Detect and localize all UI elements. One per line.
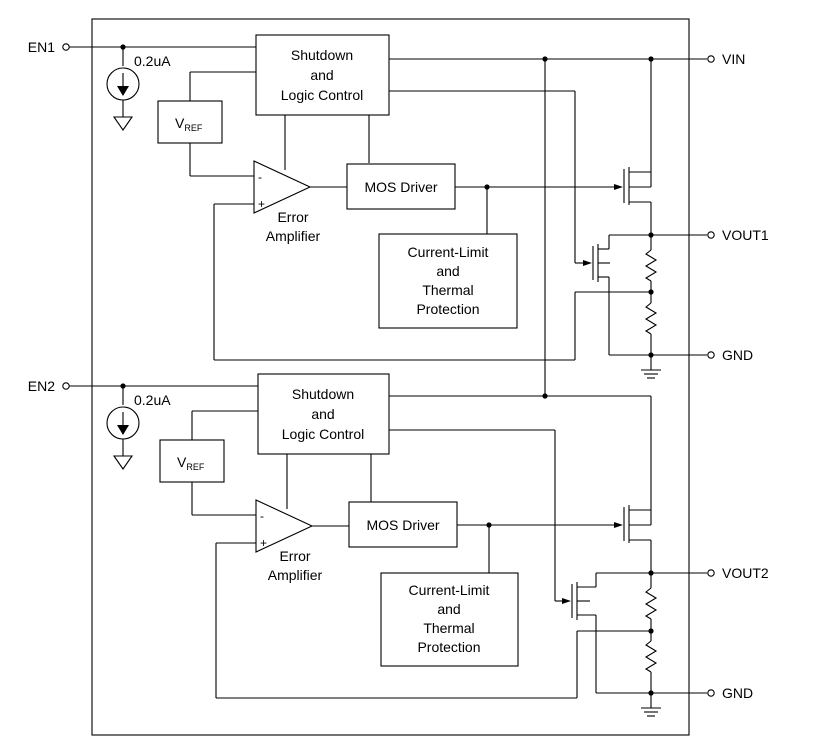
en1-pin — [62, 43, 70, 51]
mos-driver-1-label: MOS Driver — [364, 179, 437, 195]
mos-driver-1 — [346, 163, 456, 210]
current-limit-block-1 — [378, 233, 518, 329]
amp-2-line1: Error — [279, 548, 310, 564]
current-source-2-label: 0.2uA — [134, 392, 171, 408]
sense-transistor-2 — [562, 572, 651, 693]
shutdown-2-line3: Logic Control — [282, 426, 365, 442]
en1-label: EN1 — [28, 39, 55, 55]
ground-icon — [641, 707, 661, 717]
current-source-1 — [106, 47, 140, 131]
current-limit-block-2 — [380, 572, 519, 667]
shutdown-logic-block-2 — [257, 373, 390, 455]
feedback-divider-1 — [644, 235, 658, 370]
amp-2-line2: Amplifier — [268, 567, 323, 583]
gnd1-label: GND — [722, 347, 753, 363]
cl-2-line3: Thermal — [423, 620, 474, 636]
vref-1-main: VREF — [175, 115, 203, 133]
cl-2-line1: Current-Limit — [409, 582, 490, 598]
cl-1-line4: Protection — [416, 301, 479, 317]
vin-label: VIN — [722, 51, 745, 67]
en2-label: EN2 — [28, 378, 55, 394]
error-amplifier-1 — [253, 160, 312, 214]
pass-transistor-1 — [614, 59, 652, 235]
vref-block-2 — [159, 439, 225, 483]
pass-transistor-2 — [614, 396, 652, 573]
gnd1-pin — [707, 351, 715, 359]
cl-1-line3: Thermal — [422, 282, 473, 298]
vref-2-sub: REF — [186, 462, 205, 472]
shutdown-2-line2: and — [311, 406, 334, 422]
cl-2-line4: Protection — [417, 639, 480, 655]
amp-1-minus: - — [258, 170, 262, 184]
gnd2-pin — [707, 689, 715, 697]
vout2-pin — [707, 569, 715, 577]
en2-input — [62, 382, 258, 390]
current-source-1-label: 0.2uA — [134, 53, 171, 69]
vout1-label: VOUT1 — [722, 227, 769, 243]
shutdown-1-line2: and — [310, 67, 333, 83]
amp-1-line1: Error — [277, 209, 308, 225]
ground-arrow-icon — [112, 116, 134, 131]
shutdown-1-line3: Logic Control — [281, 87, 364, 103]
amp-2-minus: - — [260, 509, 264, 523]
vin-rail — [389, 56, 707, 399]
en2-pin — [62, 382, 70, 390]
shutdown-1-line1: Shutdown — [291, 47, 353, 63]
channel-2 — [62, 373, 715, 717]
error-amplifier-2 — [255, 499, 314, 553]
vref-2-main: VREF — [177, 454, 205, 472]
amp-2-plus: + — [260, 536, 267, 550]
ground-icon — [641, 369, 661, 379]
vout2-label: VOUT2 — [722, 565, 769, 581]
en1-input — [62, 43, 256, 51]
amp-1-plus: + — [258, 197, 265, 211]
chip-outline — [91, 18, 690, 736]
shutdown-2-line1: Shutdown — [292, 386, 354, 402]
cl-1-line2: and — [436, 263, 459, 279]
channel-1 — [62, 34, 715, 379]
amp-1-line2: Amplifier — [266, 228, 321, 244]
sense-transistor-1 — [583, 234, 651, 355]
ground-arrow-icon — [112, 455, 134, 470]
feedback-divider-2 — [644, 573, 658, 708]
vin-pin — [707, 55, 715, 63]
gnd2-label: GND — [722, 685, 753, 701]
mos-driver-2-label: MOS Driver — [366, 517, 439, 533]
vref-1-sub: REF — [184, 123, 203, 133]
shutdown-logic-block-1 — [255, 34, 390, 116]
vref-block-1 — [157, 100, 223, 144]
cl-1-line1: Current-Limit — [408, 244, 489, 260]
mos-driver-2 — [348, 501, 458, 548]
current-source-2 — [106, 386, 140, 470]
cl-2-line2: and — [437, 601, 460, 617]
vout1-pin — [707, 231, 715, 239]
